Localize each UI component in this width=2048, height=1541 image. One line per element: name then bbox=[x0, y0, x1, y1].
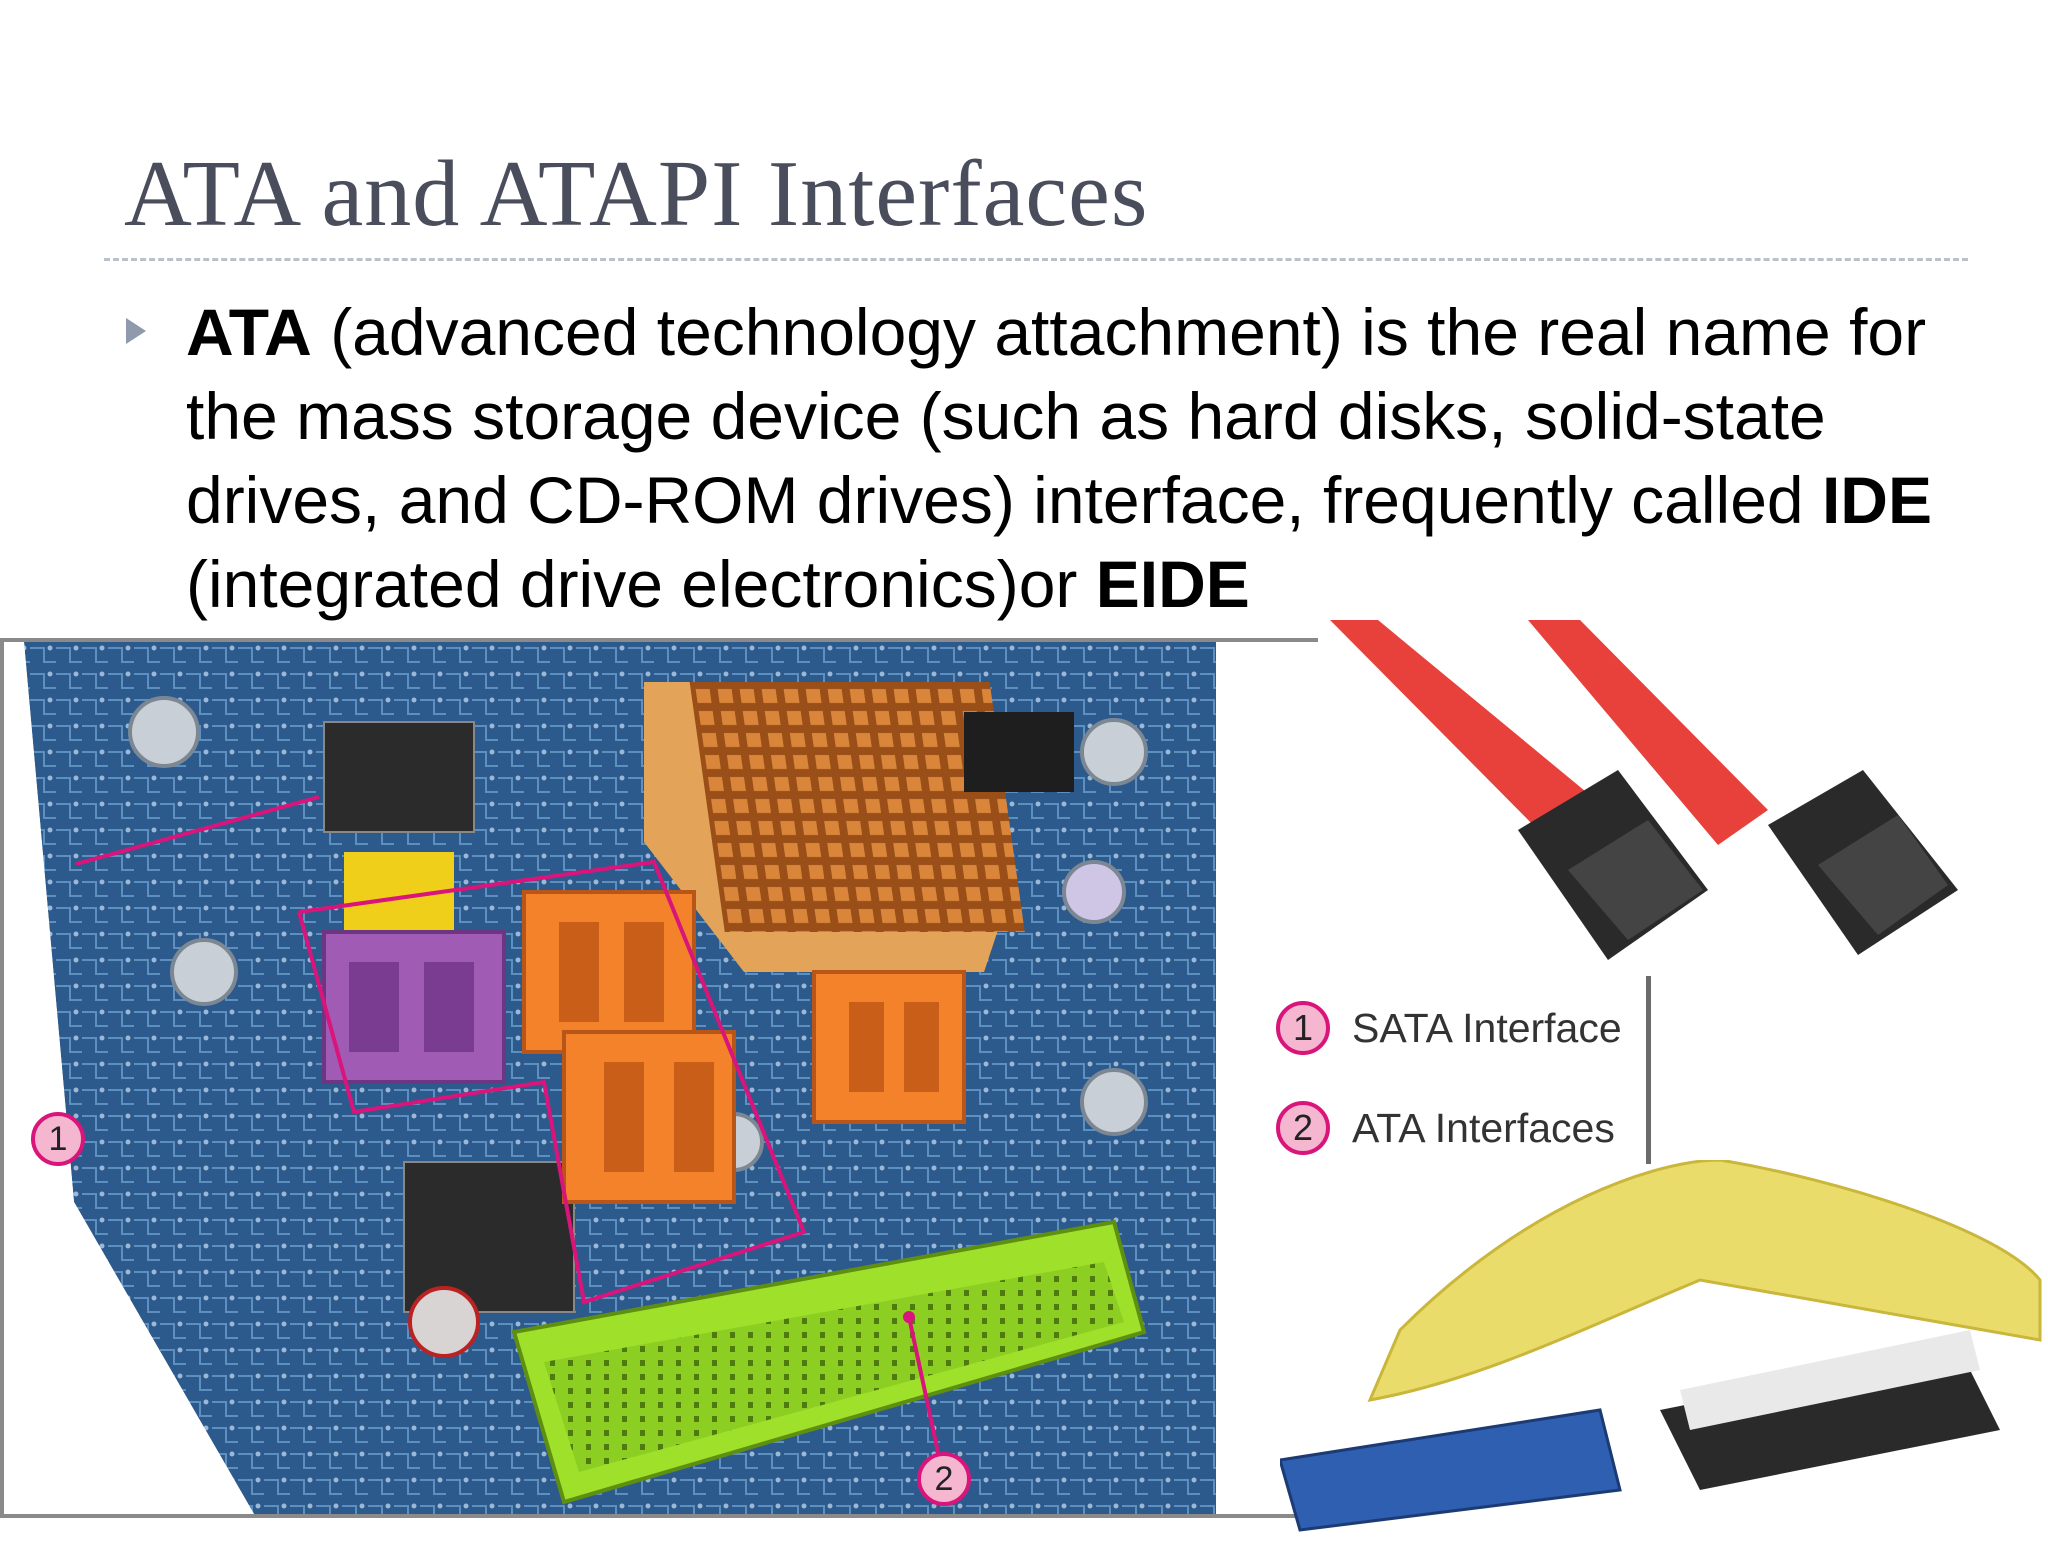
legend-divider bbox=[1646, 976, 1651, 1164]
bullet-text-part-1: (advanced technology attachment) is the … bbox=[186, 295, 1927, 537]
motherboard-photo-frame bbox=[0, 638, 1318, 1518]
term-ide: IDE bbox=[1821, 463, 1932, 537]
legend-number-1: 1 bbox=[1276, 1001, 1330, 1055]
title-divider bbox=[104, 258, 1968, 261]
term-eide: EIDE bbox=[1095, 547, 1250, 621]
bullet-paragraph: ATA (advanced technology attachment) is … bbox=[186, 290, 1946, 626]
ide-ribbon-cable-photo bbox=[1278, 1158, 2048, 1536]
slide-title: ATA and ATAPI Interfaces bbox=[124, 142, 1149, 246]
bullet-triangle-icon bbox=[126, 318, 146, 344]
sata-cables-photo bbox=[1318, 620, 2048, 980]
callout-1-sata: 1 bbox=[31, 1112, 85, 1166]
legend-item-sata: 1 SATA Interface bbox=[1276, 996, 1622, 1060]
term-ata: ATA bbox=[186, 295, 312, 369]
bullet-text-part-2: (integrated drive electronics)or bbox=[186, 547, 1096, 621]
legend-item-ata: 2 ATA Interfaces bbox=[1276, 1096, 1615, 1160]
callout-2-ata: 2 bbox=[917, 1452, 971, 1506]
legend-number-2: 2 bbox=[1276, 1101, 1330, 1155]
legend-label-sata: SATA Interface bbox=[1352, 1004, 1622, 1051]
legend-label-ata: ATA Interfaces bbox=[1352, 1104, 1615, 1151]
motherboard-photo bbox=[4, 642, 1216, 1514]
